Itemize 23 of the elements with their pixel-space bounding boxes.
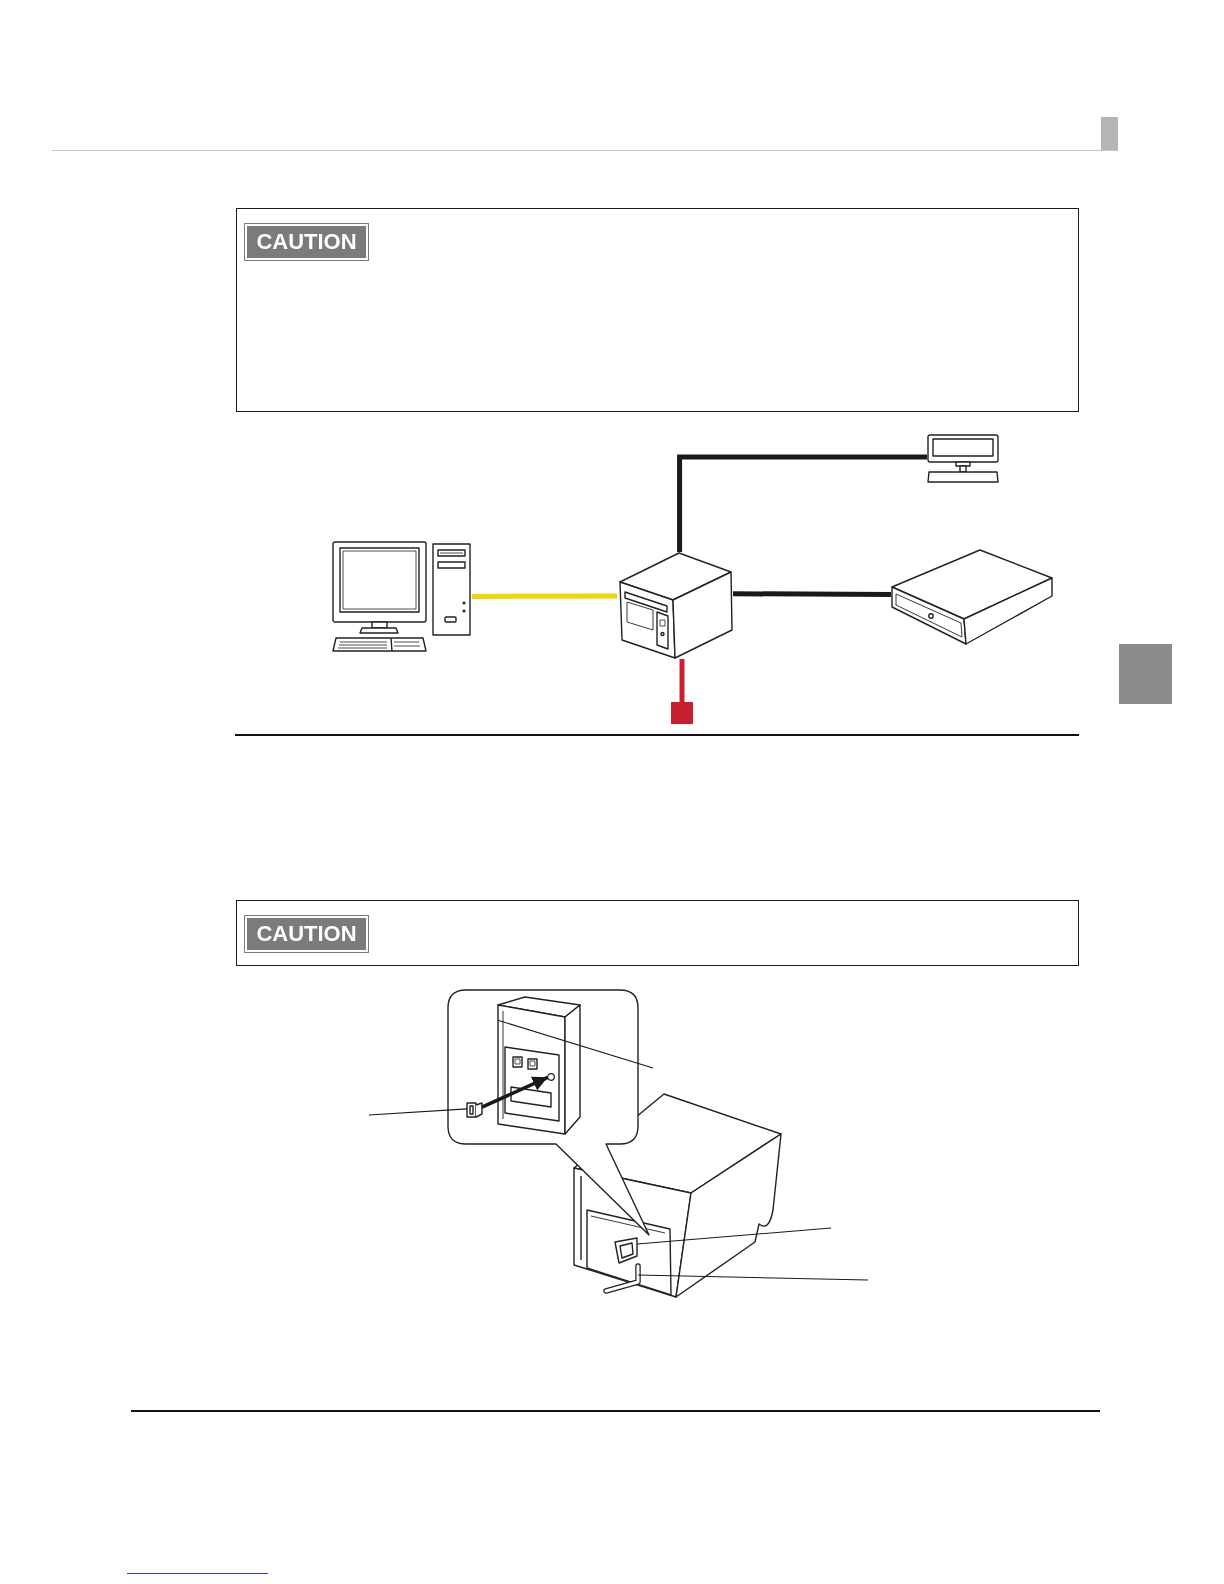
- caution-note-frame: [236, 208, 1079, 412]
- desktop-computer-drawing: [332, 541, 472, 653]
- cash-drawer-drawing: [891, 549, 1053, 646]
- cable-connector-drawing: [615, 1238, 637, 1263]
- rear-panel-drawing: [498, 997, 580, 1134]
- leader-line: [497, 1019, 654, 1069]
- connection-line: [472, 593, 617, 599]
- customer-display-drawing: [927, 434, 999, 483]
- cable-drawing: [606, 1266, 638, 1291]
- leader-line: [637, 1274, 869, 1281]
- printer-drawing: [617, 552, 733, 659]
- power-source-block: [671, 702, 693, 724]
- caution-note-frame: [236, 900, 1079, 966]
- connection-line: [733, 591, 891, 598]
- mounting-hole: [547, 1073, 555, 1081]
- caution-badge: CAUTION: [244, 223, 369, 261]
- connection-line: [679, 659, 685, 702]
- leader-line: [636, 1227, 832, 1245]
- caution-badge: CAUTION: [244, 915, 369, 953]
- connection-line: [677, 454, 927, 552]
- insertion-arrow: [481, 1075, 549, 1109]
- leader-line: [368, 1108, 468, 1116]
- connector-clip-drawing: [467, 1103, 482, 1117]
